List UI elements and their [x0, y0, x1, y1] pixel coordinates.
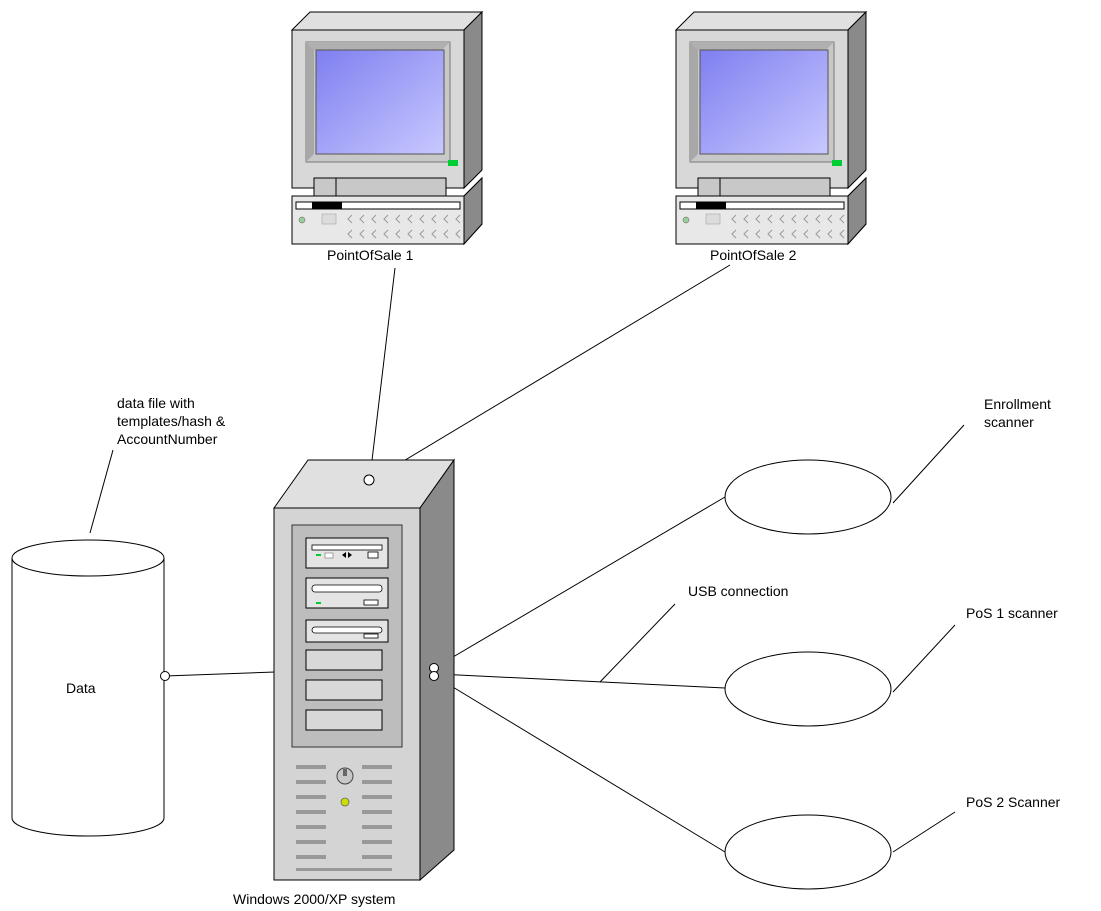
enrollment-label-line-2: scanner	[984, 414, 1034, 430]
usb-callout-line	[599, 603, 676, 683]
pos2-scanner-ellipse	[724, 814, 892, 890]
datafile-callout-line	[89, 449, 114, 534]
usb-connection-label: USB connection	[688, 583, 789, 599]
network-port-icon	[363, 474, 375, 486]
pos1-label: PointOfSale 1	[327, 247, 414, 263]
pos2-scanner-callout-line	[892, 811, 956, 853]
pos2-label: PointOfSale 2	[710, 247, 797, 263]
data-port-icon	[160, 671, 170, 681]
pos1-scanner-label: PoS 1 scanner	[966, 605, 1058, 621]
pointofsale-1-computer-icon	[291, 11, 483, 245]
pos1-scanner-ellipse	[724, 651, 892, 727]
enrollment-scanner-ellipse	[724, 459, 892, 535]
usb-port-icon	[429, 671, 439, 681]
database-cylinder-icon	[11, 539, 170, 837]
server-led-icon	[340, 797, 350, 807]
datafile-note-line-3: AccountNumber	[117, 431, 218, 447]
datafile-note-line-1: data file with	[117, 395, 195, 411]
server-label: Windows 2000/XP system	[233, 891, 396, 907]
datafile-note-line-2: templates/hash &	[117, 413, 226, 429]
pos2-scanner-link	[437, 677, 726, 853]
tower-server-icon	[273, 458, 455, 882]
data-link	[164, 671, 276, 677]
enrollment-scanner-link	[435, 496, 726, 668]
pos1-scanner-callout-line	[892, 624, 956, 693]
enrollment-label-line-1: Enrollment	[984, 396, 1051, 412]
datafile-note-label: data file with templates/hash & AccountN…	[117, 394, 225, 448]
enrollment-scanner-label: Enrollment scanner	[984, 395, 1051, 431]
pos2-scanner-label: PoS 2 Scanner	[966, 794, 1061, 810]
pointofsale-2-computer-icon	[675, 11, 867, 245]
pos2-link	[371, 264, 731, 481]
data-label: Data	[66, 680, 96, 696]
pos1-scanner-link	[437, 673, 726, 689]
pos1-link	[369, 267, 396, 478]
connection-lines	[89, 264, 965, 853]
enrollment-callout-line	[892, 424, 965, 504]
